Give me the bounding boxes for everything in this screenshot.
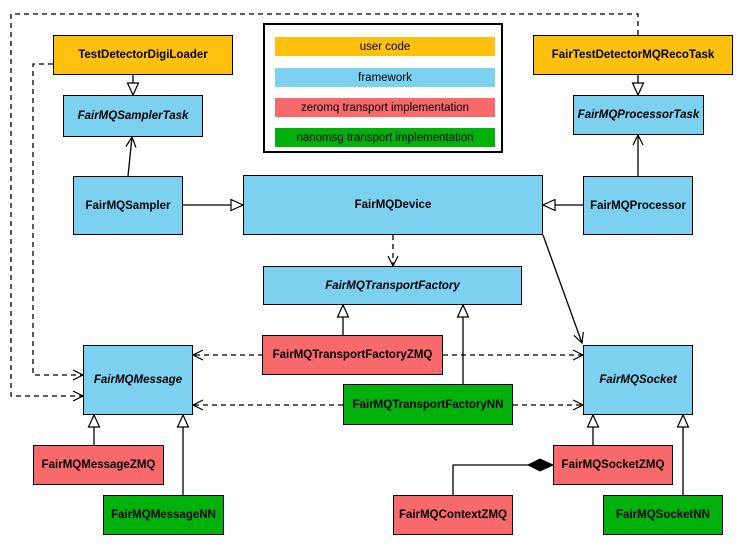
legend-item-nanomsg: nanomsg transport implementation xyxy=(275,128,495,147)
class-label: FairMQProcessorTask xyxy=(577,109,700,121)
class-label: TestDetectorDigiLoader xyxy=(78,49,208,61)
class-box-fairmqmessagenn: FairMQMessageNN xyxy=(103,495,224,535)
class-box-fairmqsamplertask: FairMQSamplerTask xyxy=(63,95,203,137)
class-box-fairmqsampler: FairMQSampler xyxy=(73,176,183,235)
class-label: FairTestDetectorMQRecoTask xyxy=(551,49,715,61)
class-box-fairmqsocket: FairMQSocket xyxy=(583,345,693,415)
legend-item-zeromq: zeromq transport implementation xyxy=(275,98,495,117)
class-label: FairMQTransportFactoryNN xyxy=(352,398,504,411)
edge-socketzmq-contextzmq-composition xyxy=(452,465,553,495)
edge-digiloader-to-message-dependency xyxy=(32,63,85,381)
edge-recotask-to-message-dependency xyxy=(10,13,639,402)
class-box-fairmqtransportfactorynn: FairMQTransportFactoryNN xyxy=(343,384,513,425)
class-label: FairMQContextZMQ xyxy=(399,509,507,521)
legend-label: user code xyxy=(359,40,411,53)
class-label: FairMQTransportFactoryZMQ xyxy=(272,349,433,361)
class-label: FairMQMessageZMQ xyxy=(41,459,156,471)
class-box-fairmqdevice: FairMQDevice xyxy=(243,175,543,235)
class-label: FairMQSamplerTask xyxy=(77,110,189,122)
class-box-fairmqmessage: FairMQMessage xyxy=(83,345,193,415)
class-label: FairMQDevice xyxy=(354,199,432,211)
class-label: FairMQProcessor xyxy=(590,199,686,212)
class-label: FairMQSocket xyxy=(599,374,677,386)
class-box-fairmqsocketnn: FairMQSocketNN xyxy=(603,495,723,535)
class-label: FairMQSampler xyxy=(85,199,171,212)
class-label: FairMQSocketNN xyxy=(616,509,710,521)
class-box-fairtestdetectormqrecotask: FairTestDetectorMQRecoTask xyxy=(533,35,733,75)
class-box-fairmqsocketzmq: FairMQSocketZMQ xyxy=(553,445,673,485)
class-label: FairMQMessage xyxy=(93,374,183,386)
class-box-fairmqprocessor: FairMQProcessor xyxy=(583,176,693,235)
class-box-testdetectordigiloader: TestDetectorDigiLoader xyxy=(53,35,233,75)
legend-item-framework: framework xyxy=(275,68,495,87)
class-box-fairmqtransportfactory: FairMQTransportFactory xyxy=(263,266,522,305)
legend: user code framework zeromq transport imp… xyxy=(263,23,503,153)
class-box-fairmqcontextzmq: FairMQContextZMQ xyxy=(393,495,513,535)
class-box-fairmqtransportfactoryzmq: FairMQTransportFactoryZMQ xyxy=(262,335,443,375)
class-box-fairmqprocessortask: FairMQProcessorTask xyxy=(573,95,704,135)
edge-device-to-socket-association xyxy=(542,234,584,345)
class-box-fairmqmessagezmq: FairMQMessageZMQ xyxy=(33,445,164,485)
legend-item-user-code: user code xyxy=(275,37,495,56)
legend-label: framework xyxy=(358,71,412,84)
legend-label: zeromq transport implementation xyxy=(300,101,470,114)
edge-sampler-to-samplertask-association xyxy=(125,135,137,177)
legend-label: nanomsg transport implementation xyxy=(296,131,474,144)
class-label: FairMQTransportFactory xyxy=(325,279,460,292)
class-label: FairMQMessageNN xyxy=(111,509,216,521)
class-label: FairMQSocketZMQ xyxy=(561,459,665,471)
